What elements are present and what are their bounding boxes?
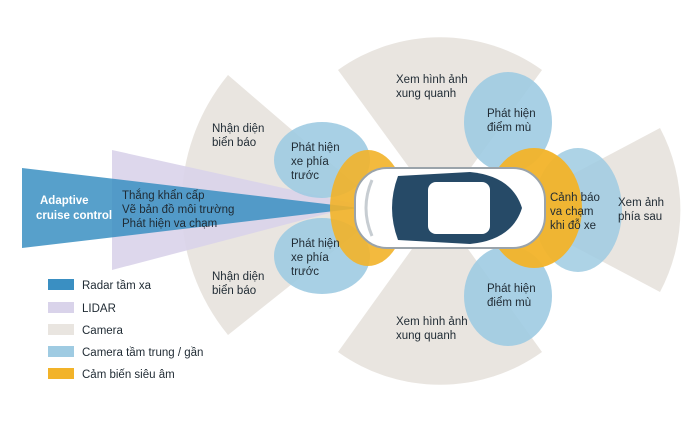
blind-top-line-2: điểm mù <box>487 122 531 134</box>
legend-label-camera-mid: Camera tầm trung / gần <box>82 347 203 359</box>
sign-bottom-line-2: biển báo <box>212 285 256 297</box>
legend-label-ultrasonic: Cảm biến siêu âm <box>82 369 175 381</box>
legend-label-lidar: LIDAR <box>82 303 116 315</box>
blind-bottom-line-2: điểm mù <box>487 297 531 309</box>
front-top-line-1: Phát hiện <box>291 142 340 154</box>
parking-line-1: Cảnh báo <box>550 192 600 204</box>
front-top-line-2: xe phía <box>291 156 329 168</box>
legend-swatch-lidar <box>48 302 74 313</box>
front-top-line-3: trước <box>291 170 319 182</box>
front-bottom-line-3: trước <box>291 266 319 278</box>
surround-bottom-line-2: xung quanh <box>396 330 456 342</box>
lidar-item-1: Thắng khẩn cấp <box>122 189 204 202</box>
legend-swatch-radar <box>48 279 74 290</box>
surround-top-line-1: Xem hình ảnh <box>396 74 468 86</box>
long-range-radar-beam <box>22 168 360 248</box>
legend-swatch-ultrasonic <box>48 368 74 379</box>
legend-swatch-camera <box>48 324 74 335</box>
surround-bottom-line-1: Xem hình ảnh <box>396 316 468 328</box>
rear-view-line-1: Xem ảnh <box>618 197 664 209</box>
blind-spot-bottom-lobe <box>464 246 552 346</box>
legend-swatch-camera-mid <box>48 346 74 357</box>
legend: Radar tầm xa LIDAR Camera Camera tầm tru… <box>48 279 203 381</box>
adaptive-cruise-label-2: cruise control <box>36 210 112 222</box>
sign-top-line-2: biển báo <box>212 137 256 149</box>
front-bottom-line-2: xe phía <box>291 252 329 264</box>
parking-line-2: va chạm <box>550 206 593 218</box>
blind-bottom-line-1: Phát hiện <box>487 283 536 295</box>
adaptive-cruise-label-1: Adaptive <box>40 195 89 207</box>
legend-label-camera: Camera <box>82 325 124 337</box>
surround-top-line-2: xung quanh <box>396 88 456 100</box>
lidar-item-2: Vẽ bản đồ môi trường <box>122 204 234 216</box>
car-top-view <box>354 167 546 249</box>
sign-top-line-1: Nhận diện <box>212 123 264 135</box>
blind-spot-top-lobe <box>464 72 552 172</box>
front-bottom-line-1: Phát hiện <box>291 238 340 250</box>
rear-view-line-2: phía sau <box>618 211 662 223</box>
blind-top-line-1: Phát hiện <box>487 108 536 120</box>
lidar-item-3: Phát hiện va chạm <box>122 218 217 230</box>
legend-label-radar: Radar tầm xa <box>82 280 152 292</box>
parking-line-3: khi đỗ xe <box>550 219 596 232</box>
sign-bottom-line-1: Nhận diện <box>212 271 264 283</box>
